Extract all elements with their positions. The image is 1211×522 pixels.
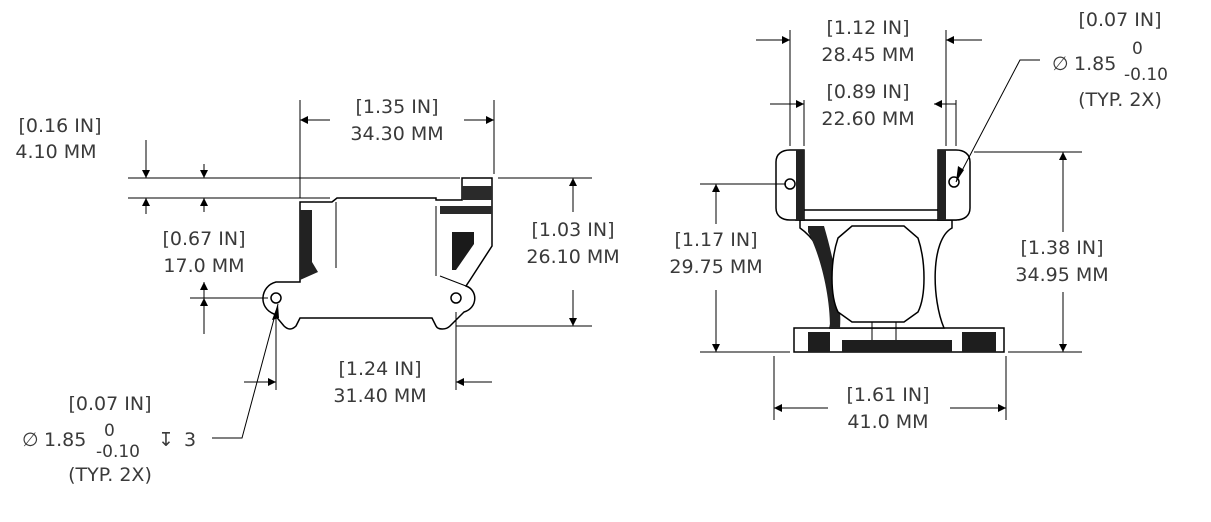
right-inner-width-inch: [0.89 IN] <box>827 81 910 103</box>
right-callout-diameter-symbol: ∅ <box>1052 53 1069 75</box>
right-hole-1 <box>784 178 796 190</box>
left-wedge <box>452 232 474 270</box>
left-tab-shade <box>462 186 492 200</box>
right-callout-nominal: 1.85 <box>1074 53 1116 75</box>
left-top-width-inch: [1.35 IN] <box>356 96 439 118</box>
left-view: [1.35 IN] 34.30 MM [0.16 IN] 4.10 MM [0.… <box>15 96 619 486</box>
left-total-height-inch: [1.03 IN] <box>532 219 615 241</box>
left-slot-shadow <box>300 210 318 280</box>
right-crossbar <box>795 209 957 221</box>
right-callout-note: (TYP. 2X) <box>1078 89 1162 111</box>
right-total-height-inch: [1.38 IN] <box>1021 237 1104 259</box>
right-hole-height-mm: 29.75 MM <box>669 256 762 278</box>
right-callout-inch: [0.07 IN] <box>1079 9 1162 31</box>
left-block-shade <box>440 206 492 214</box>
left-total-height-mm: 26.10 MM <box>526 246 619 268</box>
left-callout-inch: [0.07 IN] <box>69 393 152 415</box>
right-outer-width-mm: 28.45 MM <box>821 44 914 66</box>
right-base-width-mm: 41.0 MM <box>847 411 928 433</box>
left-callout-upper-tol: 0 <box>104 421 115 441</box>
left-step-mm: 4.10 MM <box>15 141 96 163</box>
right-base-shade <box>808 332 996 352</box>
right-callout-lower-tol: -0.10 <box>1124 65 1168 85</box>
right-total-height-mm: 34.95 MM <box>1015 264 1108 286</box>
left-hole-2 <box>450 292 462 304</box>
left-hole-height-inch: [0.67 IN] <box>163 228 246 250</box>
left-callout-depth: 3 <box>184 429 196 451</box>
left-hole-spacing-inch: [1.24 IN] <box>339 358 422 380</box>
right-view: [1.12 IN] 28.45 MM [0.89 IN] 22.60 MM [1… <box>669 9 1168 433</box>
right-left-leg-shade <box>808 226 841 328</box>
right-part-outline <box>775 149 1005 353</box>
left-callout-depth-symbol: ↧ <box>158 429 174 451</box>
left-callout-lower-tol: -0.10 <box>96 442 140 462</box>
left-hole-1 <box>270 292 282 304</box>
left-part-outline <box>262 177 493 330</box>
left-top-width-mm: 34.30 MM <box>350 123 443 145</box>
right-callout-upper-tol: 0 <box>1132 39 1143 59</box>
right-hole-height-inch: [1.17 IN] <box>675 229 758 251</box>
left-callout-nominal: 1.85 <box>44 429 86 451</box>
left-hole-height-mm: 17.0 MM <box>163 255 244 277</box>
right-boss <box>831 225 925 323</box>
right-base-width-inch: [1.61 IN] <box>847 384 930 406</box>
left-callout-diameter-symbol: ∅ <box>22 429 39 451</box>
right-outer-width-inch: [1.12 IN] <box>827 17 910 39</box>
left-step-inch: [0.16 IN] <box>19 115 102 137</box>
left-hole-spacing-mm: 31.40 MM <box>333 385 426 407</box>
right-inner-width-mm: 22.60 MM <box>821 108 914 130</box>
left-callout-note: (TYP. 2X) <box>68 464 152 486</box>
